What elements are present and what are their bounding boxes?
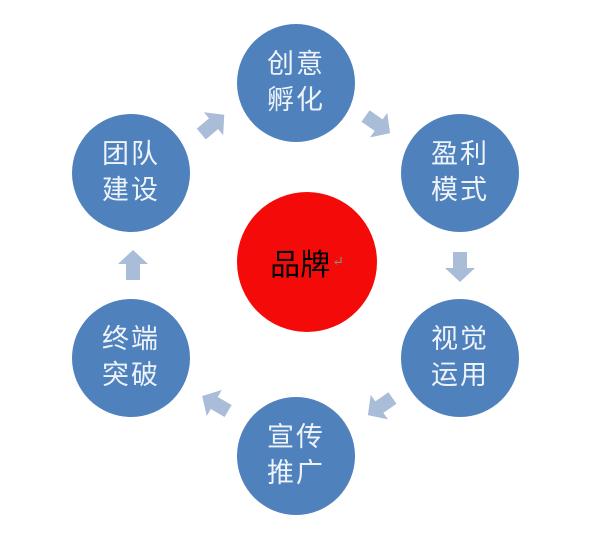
center-label: 品牌 [270, 248, 331, 283]
node-line: 盈利 [431, 139, 489, 170]
node-line: 视觉 [431, 324, 489, 355]
node-profit-model: 盈利 模式 [401, 114, 519, 232]
arrow-icon [445, 252, 475, 282]
node-line: 宣传 [267, 422, 325, 453]
node-line: 团队 [102, 139, 160, 170]
arrow-icon [118, 250, 148, 280]
node-line: 创意 [267, 49, 325, 80]
node-visual-application: 视觉 运用 [401, 299, 519, 417]
arrow-icon [361, 110, 391, 138]
arrow-icon [367, 392, 397, 420]
node-promotion: 宣传 推广 [237, 397, 355, 515]
node-creative-incubation: 创意 孵化 [237, 24, 355, 142]
arrow-icon [196, 112, 225, 140]
arrow-icon [202, 390, 232, 418]
node-line: 运用 [431, 360, 489, 391]
node-line: 突破 [102, 360, 160, 391]
node-line: 建设 [102, 175, 160, 206]
node-line: 终端 [102, 324, 160, 355]
node-line: 孵化 [267, 85, 325, 116]
node-team-building: 团队 建设 [72, 114, 190, 232]
node-terminal-breakthrough: 终端 突破 [72, 299, 190, 417]
node-line: 模式 [431, 175, 489, 206]
return-mark-icon: ↵ [332, 254, 344, 270]
node-line: 推广 [267, 458, 325, 489]
center-brand: 品牌↵ [237, 192, 377, 332]
